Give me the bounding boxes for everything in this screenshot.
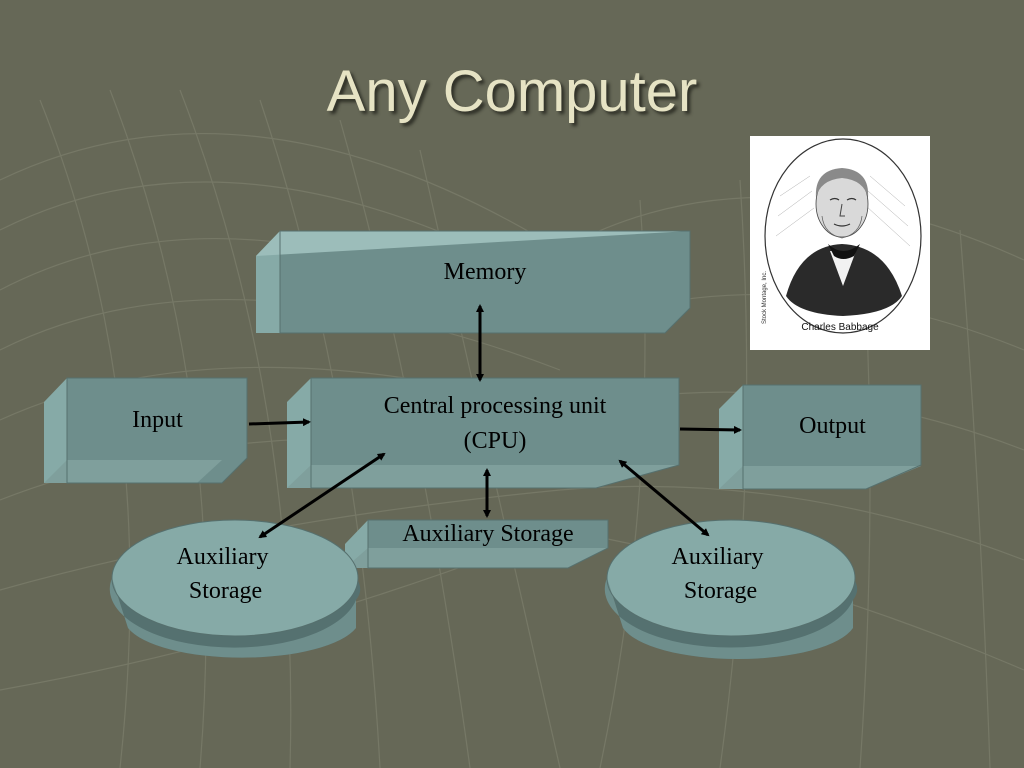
portrait-engraving-image xyxy=(764,138,922,334)
aux-storage-right-disk xyxy=(604,519,858,660)
input-label: Input xyxy=(132,407,183,433)
babbage-portrait: Stock Montage, Inc. Charles Babbage xyxy=(750,136,930,350)
arrow-cpu-aux-right xyxy=(618,459,710,537)
aux-storage-right-label-line1: Auxiliary xyxy=(671,544,764,570)
aux-storage-middle-box xyxy=(345,519,609,569)
aux-storage-right-label-line2: Storage xyxy=(683,578,758,604)
slide-title: Any Computer xyxy=(326,59,698,124)
output-label: Output xyxy=(799,413,866,439)
memory-box xyxy=(256,230,691,334)
aux-storage-left-label-line1: Auxiliary xyxy=(176,544,269,570)
aux-storage-middle-label: Auxiliary Storage xyxy=(402,521,574,547)
aux-storage-left-disk xyxy=(109,519,361,658)
arrow-cpu-output xyxy=(679,425,742,434)
arrow-input-cpu xyxy=(248,418,311,427)
input-box xyxy=(44,377,248,484)
memory-label: Memory xyxy=(443,259,527,285)
cpu-label-line1: Central processing unit xyxy=(383,393,607,419)
portrait-credit: Stock Montage, Inc. xyxy=(762,270,768,324)
aux-storage-left-label-line2: Storage xyxy=(188,578,263,604)
output-box xyxy=(719,384,922,490)
cpu-label-line2: (CPU) xyxy=(463,428,527,454)
arrow-cpu-aux-left xyxy=(258,452,386,539)
portrait-caption: Charles Babbage xyxy=(801,322,879,333)
